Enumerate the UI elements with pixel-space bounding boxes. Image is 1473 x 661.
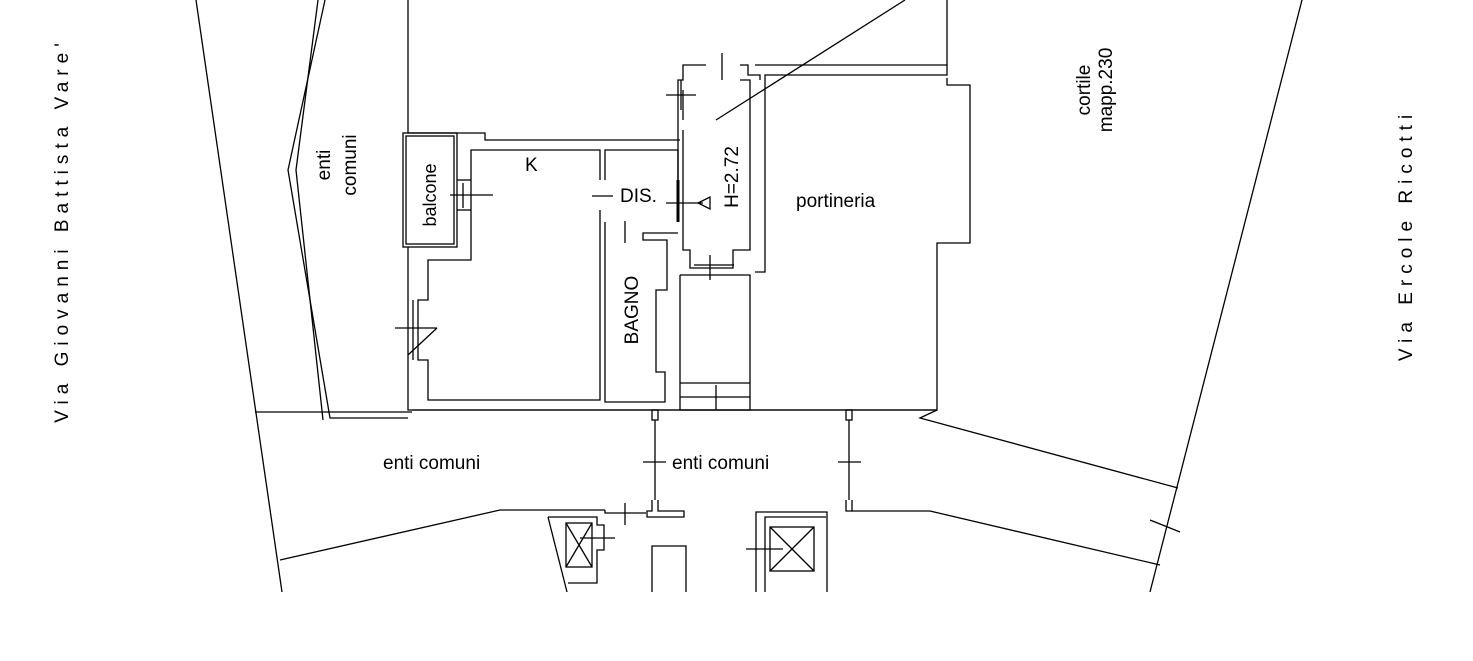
- room-label-cortile: cortile: [1074, 65, 1095, 116]
- room-label-portineria: portineria: [796, 191, 876, 212]
- ceiling-height-label: H=2.72: [722, 146, 743, 208]
- room-label-mapp: mapp.230: [1096, 48, 1117, 133]
- room-label-dis: DIS.: [620, 186, 657, 207]
- room-label-enti: enti: [314, 150, 335, 181]
- plan-lines: [195, 0, 1303, 593]
- room-label-bagno: BAGNO: [622, 276, 643, 345]
- room-label-comuni: comuni: [340, 134, 361, 195]
- room-label-kitchen: K: [525, 155, 538, 176]
- room-label-enti-comuni-center: enti comuni: [672, 453, 769, 474]
- street-label-right: Via Ercole Ricotti: [1396, 109, 1417, 361]
- room-label-enti-comuni-left: enti comuni: [383, 453, 480, 474]
- room-label-balcone: balcone: [420, 163, 440, 226]
- street-label-left: Via Giovanni Battista Vare': [52, 37, 73, 423]
